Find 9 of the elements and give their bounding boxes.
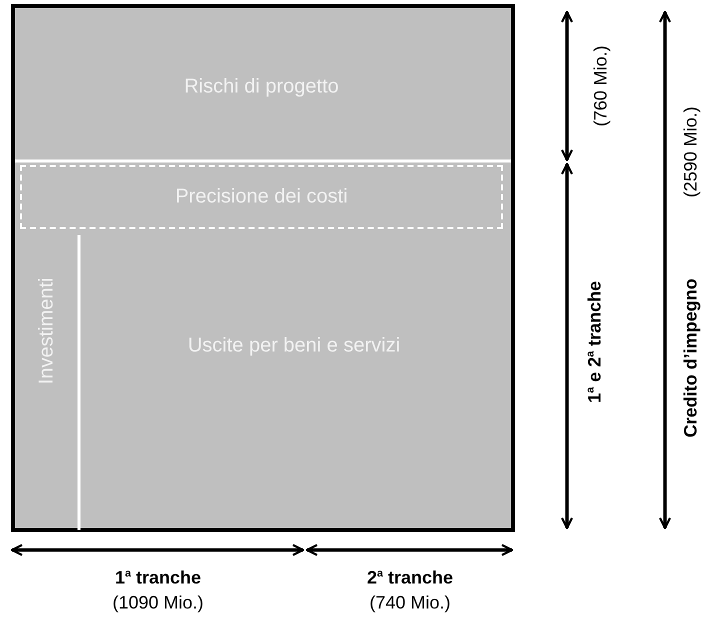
dimension-value: (1090 Mio.) (112, 592, 204, 614)
outer-frame-box (11, 4, 515, 532)
dimension-value: (760 Mio.) (590, 45, 612, 127)
dimension-label: 1$^{a}$ tranche (114, 568, 202, 588)
dashed-region (20, 165, 503, 229)
dimension-value: (740 Mio.) (369, 592, 451, 614)
dimension-label: Credito d’impegno (680, 278, 702, 438)
dimension-label: 2$^{a}$ tranche (366, 568, 454, 588)
dimension-value: (2590 Mio.) (680, 106, 702, 198)
